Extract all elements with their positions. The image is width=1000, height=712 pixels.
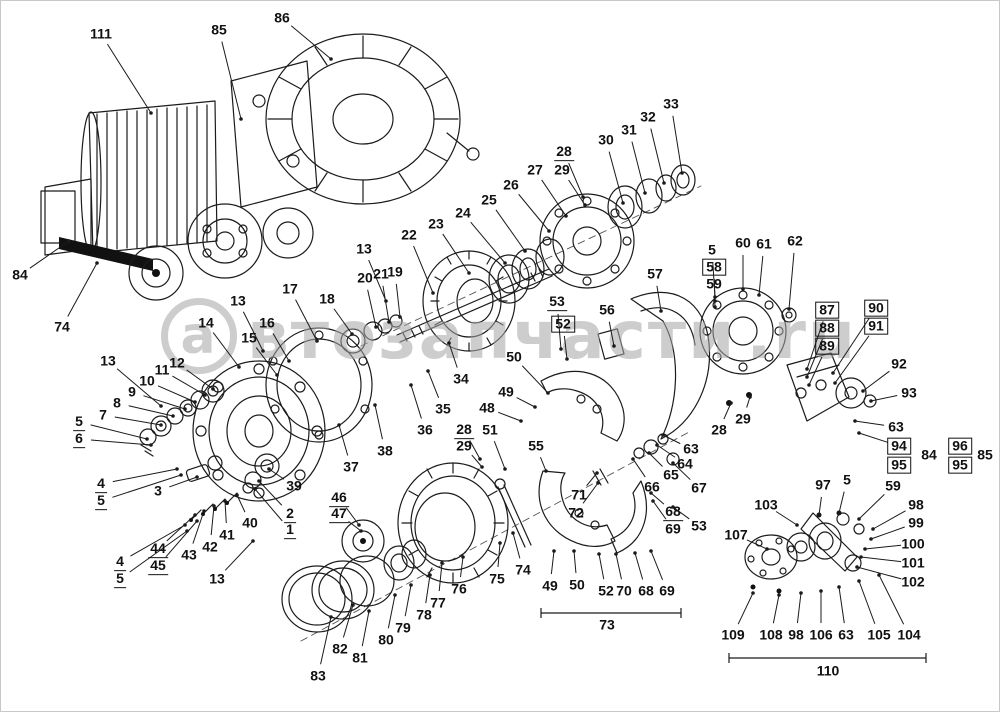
exploded-view-drawing [40,33,877,642]
